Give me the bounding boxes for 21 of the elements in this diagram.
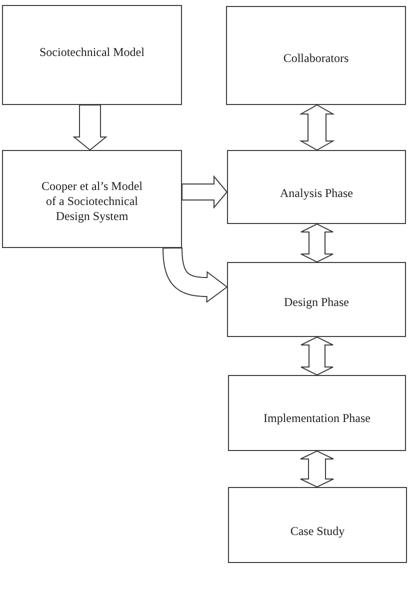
curved-block-arrow	[162, 247, 228, 303]
box-label: Sociotechnical Model	[40, 44, 144, 60]
box-label: Cooper et al’s Model of a Sociotechnical Design System	[40, 178, 144, 224]
block-arrow	[182, 175, 228, 209]
double-block-arrow	[300, 450, 334, 488]
box-label: Case Study	[290, 524, 345, 538]
process-box	[227, 262, 406, 337]
process-box	[228, 375, 406, 451]
box-label: Collaborators	[283, 51, 349, 66]
process-box	[227, 150, 406, 224]
box-label: Design Phase	[284, 295, 349, 310]
process-box	[228, 487, 407, 563]
block-arrow	[72, 104, 108, 151]
box-label: Implementation Phase	[264, 410, 370, 426]
process-box	[2, 150, 182, 248]
process-box	[2, 5, 182, 105]
box-label: Analysis Phase	[280, 186, 353, 200]
double-block-arrow	[300, 223, 334, 263]
double-block-arrow	[299, 104, 335, 151]
double-block-arrow	[300, 336, 334, 376]
process-box	[226, 6, 406, 105]
